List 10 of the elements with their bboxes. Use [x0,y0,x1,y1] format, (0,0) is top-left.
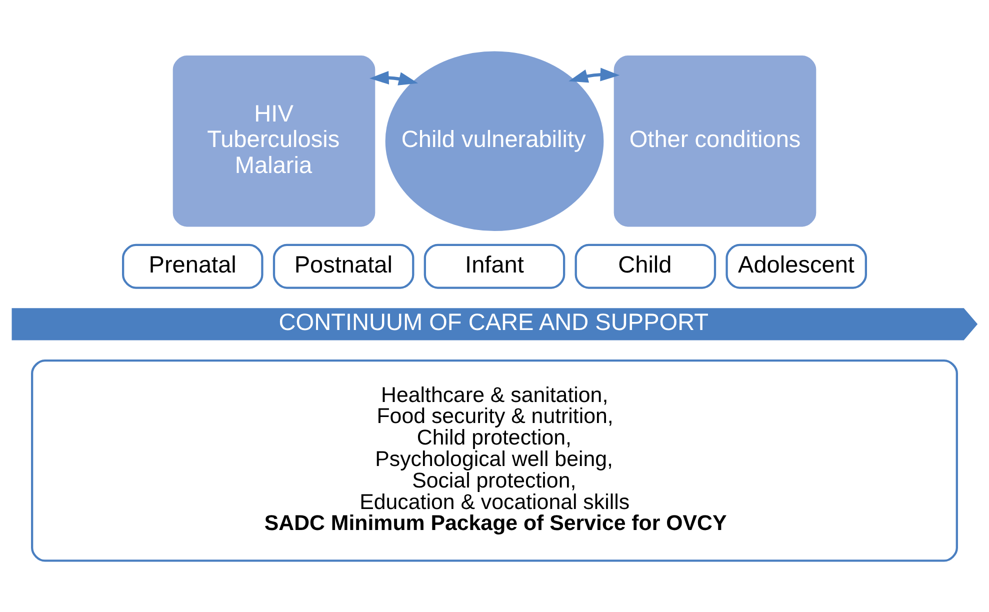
node-box: Other conditions [614,55,816,226]
node-box: Postnatal [272,243,414,288]
node-box: Healthcare & sanitation, Food security & nutrition, Child protection, Psychological well being, Social protection, Education & vocational skills SADC Minimum Package of Service for OVCY [31,358,958,562]
node-box: Child [574,243,716,288]
arrow [568,67,620,82]
node-box: HIV Tuberculosis Malaria [172,55,376,226]
node-box: Adolescent [726,243,867,288]
node-box: Infant [424,243,566,288]
node-box: Prenatal [122,243,264,288]
arrow [370,70,418,85]
